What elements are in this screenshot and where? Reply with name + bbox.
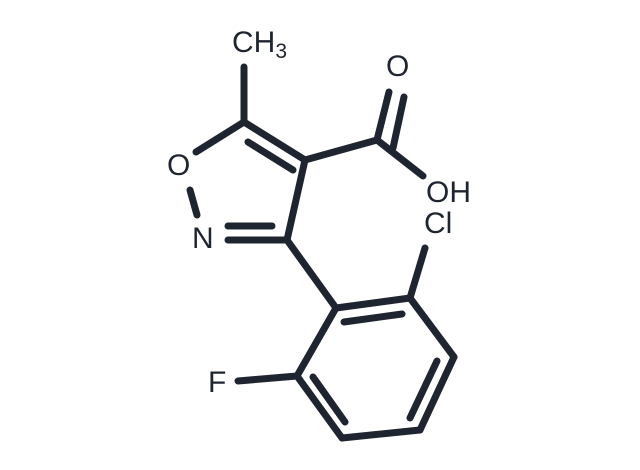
methyl-label: CH3 xyxy=(232,26,287,63)
bond-ph-c3-c4 xyxy=(416,353,458,434)
bond-ph-c5-c6 xyxy=(293,372,346,442)
methyl-subscript: 3 xyxy=(275,40,287,63)
bond-ph-f xyxy=(234,372,301,385)
bond-ph-c2-c3 xyxy=(406,294,458,361)
bond-c4-carboxyl xyxy=(301,136,381,164)
bond-c5-c4-inner xyxy=(244,138,297,174)
bonds xyxy=(186,63,458,442)
bond-ph-cl xyxy=(406,244,429,302)
bond-c4-c3 xyxy=(283,156,309,244)
atom-labels: CH3 O OH O N Cl F xyxy=(167,26,471,399)
bond-carboxyl-o xyxy=(373,88,393,144)
bond-ph-inner-a xyxy=(340,310,406,326)
bond-c5-o1 xyxy=(192,118,248,156)
chlorine-label: Cl xyxy=(424,207,452,240)
bond-carboxyl-oh xyxy=(373,136,427,180)
hydroxyl-label: OH xyxy=(426,176,471,209)
bond-ph-c4-c5 xyxy=(338,426,424,442)
carbonyl-oxygen-label: O xyxy=(386,50,409,83)
bond-carboxyl-o-inner xyxy=(389,93,408,152)
bond-c3-phenyl xyxy=(283,236,340,312)
fluorine-label: F xyxy=(208,366,226,399)
ring-nitrogen-label: N xyxy=(192,222,214,255)
bond-ph-inner-c xyxy=(309,373,349,426)
bond-ph-c6-c1 xyxy=(293,304,340,380)
bond-c5-c4 xyxy=(240,118,309,164)
ring-oxygen-label: O xyxy=(167,149,190,182)
bond-ph-inner-b xyxy=(406,357,441,422)
methyl-ch: CH xyxy=(232,26,275,59)
bond-ph-c1-c2 xyxy=(332,294,414,312)
bond-n-o1 xyxy=(186,186,201,219)
